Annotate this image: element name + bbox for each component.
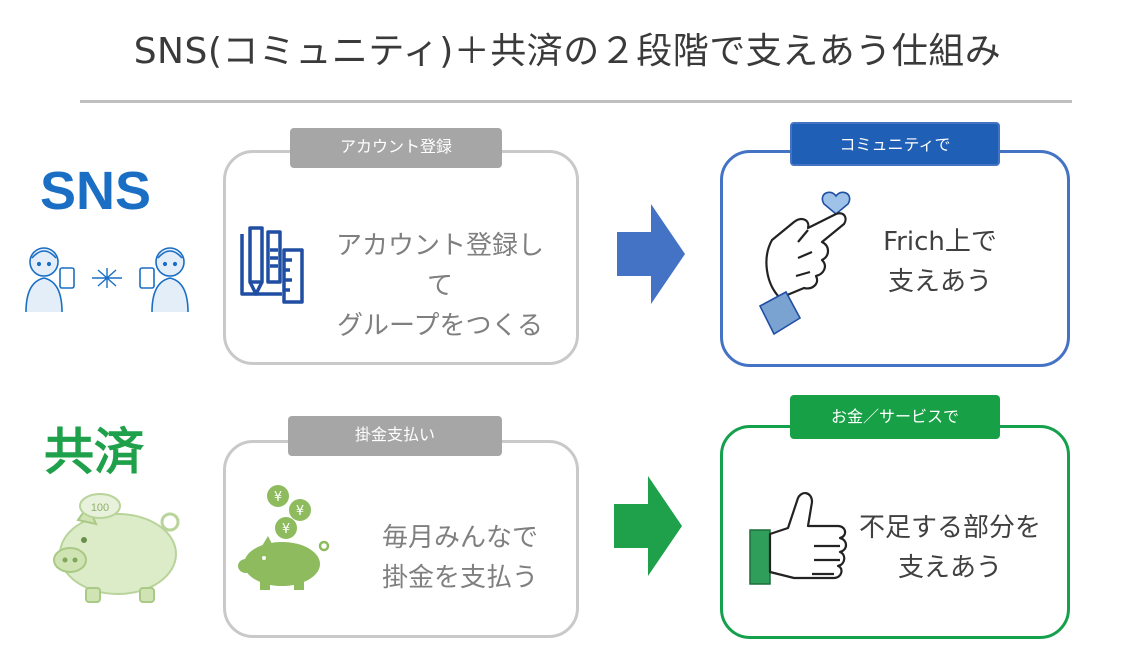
money-service-line1: 不足する部分を <box>858 513 1041 543</box>
account-registration-text: アカウント登録して グループをつくる <box>325 226 555 346</box>
thumbs-up-hand-icon <box>749 492 848 585</box>
premium-payment-text: 毎月みんなで 掛金を支払う <box>360 518 560 598</box>
account-registration-tag: アカウント登録 <box>290 128 502 168</box>
sns-row-label: SNS <box>40 161 152 221</box>
account-registration-line1: アカウント登録して <box>335 231 544 301</box>
people-connecting-phones-icon <box>25 247 189 313</box>
community-line1: Frich上で <box>883 227 997 257</box>
page-title: SNS(コミュニティ)＋共済の２段階で支えあう仕組み <box>133 31 1002 72</box>
pencil-ruler-tools-icon <box>240 226 304 304</box>
premium-payment-box <box>223 440 579 638</box>
yen-symbol-3: ¥ <box>282 522 290 537</box>
right-arrow-icon <box>614 476 682 576</box>
title-divider <box>80 100 1072 103</box>
community-tag: コミュニティで <box>790 122 1000 166</box>
premium-payment-line2: 掛金を支払う <box>381 563 538 593</box>
finger-heart-hand-icon <box>758 191 851 336</box>
right-arrow-icon <box>617 204 685 304</box>
yen-symbol-1: ¥ <box>274 490 282 505</box>
coin-label: 100 <box>91 502 109 514</box>
money-service-tag: お金／サービスで <box>790 395 1000 439</box>
community-text: Frich上で 支えあう <box>860 222 1020 302</box>
premium-payment-tag: 掛金支払い <box>288 416 502 456</box>
piggy-bank-yen-coins-icon: ¥ ¥ ¥ <box>238 485 330 590</box>
premium-payment-line1: 毎月みんなで <box>381 523 538 553</box>
money-service-line2: 支えあう <box>897 553 1002 583</box>
kyosai-row-label: 共済 <box>44 423 144 481</box>
yen-symbol-2: ¥ <box>296 504 304 519</box>
account-registration-line2: グループをつくる <box>337 311 543 341</box>
piggy-bank-coin-icon: 100 <box>53 493 180 603</box>
community-line2: 支えあう <box>887 267 992 297</box>
money-service-text: 不足する部分を 支えあう <box>850 508 1050 588</box>
